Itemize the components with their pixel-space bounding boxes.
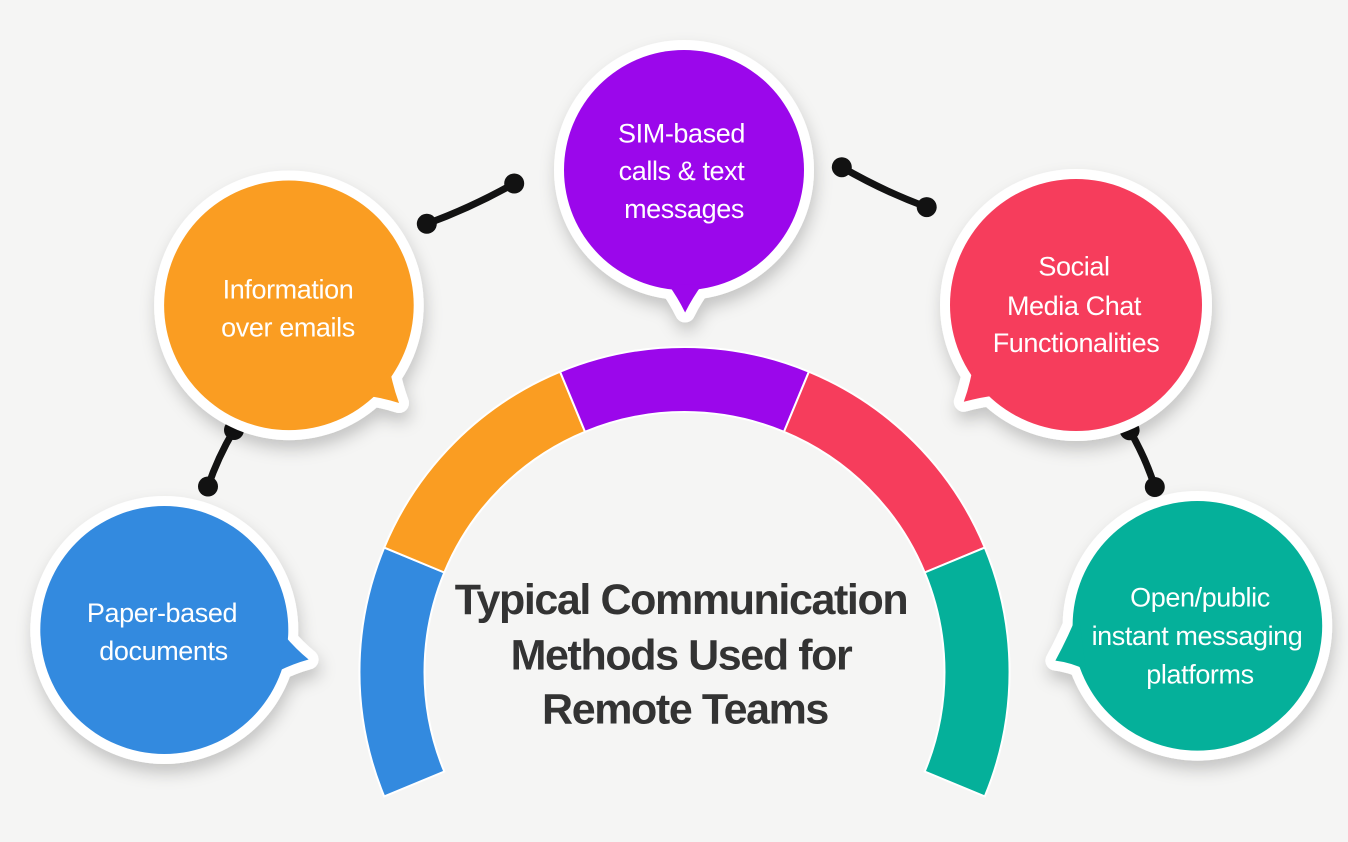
- svg-text:Media Chat: Media Chat: [1007, 291, 1142, 321]
- svg-text:SIM-based: SIM-based: [618, 118, 745, 148]
- svg-text:Functionalities: Functionalities: [993, 328, 1160, 358]
- svg-text:Remote Teams: Remote Teams: [542, 686, 828, 734]
- svg-text:instant messaging: instant messaging: [1092, 621, 1303, 651]
- svg-text:messages: messages: [624, 194, 744, 224]
- svg-text:calls & text: calls & text: [619, 156, 746, 186]
- svg-text:Social: Social: [1038, 252, 1109, 282]
- svg-text:Typical Communication: Typical Communication: [455, 576, 907, 624]
- svg-text:platforms: platforms: [1146, 659, 1253, 689]
- svg-text:over emails: over emails: [221, 312, 355, 342]
- svg-text:documents: documents: [99, 636, 227, 666]
- svg-text:Paper-based: Paper-based: [87, 598, 237, 628]
- svg-text:Open/public: Open/public: [1130, 583, 1270, 613]
- svg-text:Information: Information: [223, 275, 354, 305]
- svg-text:Methods Used for: Methods Used for: [511, 632, 853, 680]
